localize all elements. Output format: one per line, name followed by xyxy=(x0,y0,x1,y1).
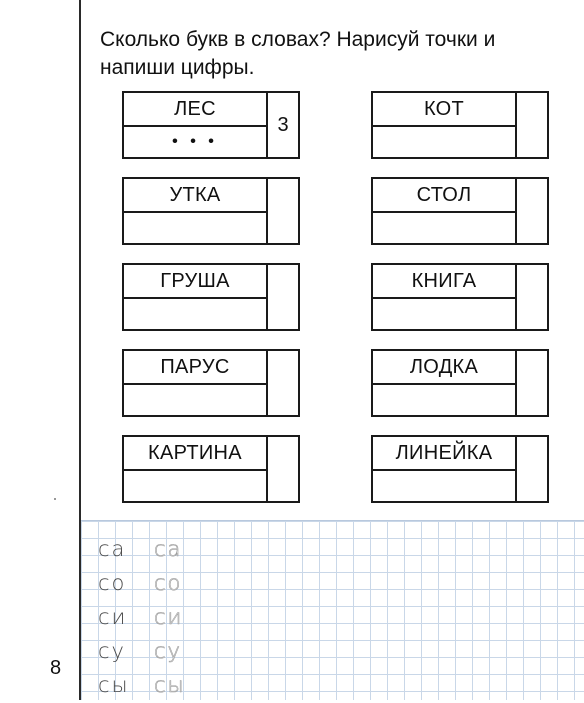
letter-dots-field[interactable] xyxy=(124,212,266,243)
letter-count-field[interactable] xyxy=(517,179,547,243)
letter-dots-field[interactable] xyxy=(373,212,515,243)
divider-vertical xyxy=(266,179,268,243)
page-number: 8 xyxy=(50,657,62,679)
word-label: ГРУША xyxy=(160,269,230,292)
syllable-sample: са xyxy=(98,537,127,561)
word-box-kartina: КАРТИНА xyxy=(122,435,300,503)
word-box-grusha: ГРУША xyxy=(122,263,300,331)
instruction-line-2: напиши цифры. xyxy=(100,56,255,79)
divider-vertical xyxy=(515,93,517,157)
syllable-trace[interactable]: си xyxy=(154,605,184,630)
letter-count-field[interactable] xyxy=(268,437,298,501)
letter-dots-field[interactable] xyxy=(373,126,515,157)
word-label: КОТ xyxy=(423,97,465,120)
divider-vertical xyxy=(266,93,268,157)
letter-count-field[interactable] xyxy=(517,93,547,157)
word-box-stol: СТОЛ xyxy=(371,177,549,245)
task-instruction: Сколько букв в словах? Нарисуй точки и н… xyxy=(100,26,580,82)
divider-vertical xyxy=(515,437,517,501)
divider-horizontal xyxy=(373,297,515,299)
word-box-lodka: ЛОДКА xyxy=(371,349,549,417)
word-label: ЛОДКА xyxy=(409,355,479,378)
letter-dots-field[interactable] xyxy=(373,470,515,501)
word-box-lineyka: ЛИНЕЙКА xyxy=(371,435,549,503)
syllable-sample: со xyxy=(98,571,127,595)
divider-horizontal xyxy=(373,469,515,471)
page-margin-line xyxy=(79,0,81,700)
letter-count-field[interactable]: 3 xyxy=(277,113,289,136)
divider-vertical xyxy=(266,437,268,501)
letter-dots-field[interactable] xyxy=(373,384,515,415)
divider-vertical xyxy=(515,265,517,329)
word-box-utka: УТКА xyxy=(122,177,300,245)
letter-count-field[interactable] xyxy=(268,265,298,329)
divider-horizontal xyxy=(373,125,515,127)
letter-count-field[interactable] xyxy=(517,265,547,329)
letter-count-field[interactable] xyxy=(517,437,547,501)
syllable-trace[interactable]: сы xyxy=(154,673,186,698)
divider-horizontal xyxy=(373,211,515,213)
instruction-line-1: Сколько букв в словах? Нарисуй точки и xyxy=(100,28,496,51)
word-label: КНИГА xyxy=(411,269,477,292)
word-label: УТКА xyxy=(169,183,221,206)
letter-dots-field[interactable] xyxy=(124,298,266,329)
divider-horizontal xyxy=(124,469,266,471)
syllable-trace[interactable]: су xyxy=(154,639,182,664)
divider-horizontal xyxy=(124,383,266,385)
letter-dots-field[interactable] xyxy=(124,384,266,415)
divider-vertical xyxy=(515,351,517,415)
word-label: ЛИНЕЙКА xyxy=(395,441,493,464)
word-label: ПАРУС xyxy=(160,355,230,378)
letter-count-field[interactable] xyxy=(268,179,298,243)
syllable-sample: су xyxy=(98,639,126,663)
letter-count-field[interactable] xyxy=(517,351,547,415)
syllable-trace[interactable]: са xyxy=(154,537,183,562)
syllable-sample: сы xyxy=(98,673,130,697)
divider-vertical xyxy=(266,351,268,415)
divider-horizontal xyxy=(124,211,266,213)
letter-dots-field[interactable]: • • • xyxy=(172,132,218,150)
divider-vertical xyxy=(266,265,268,329)
divider-vertical xyxy=(515,179,517,243)
word-box-kot: КОТ xyxy=(371,91,549,159)
divider-horizontal xyxy=(373,383,515,385)
grid-top-edge xyxy=(81,520,584,521)
print-speck xyxy=(54,498,56,500)
word-label: СТОЛ xyxy=(416,183,472,206)
syllable-trace[interactable]: со xyxy=(154,571,183,596)
letter-dots-field[interactable] xyxy=(373,298,515,329)
copybook-grid[interactable] xyxy=(81,521,584,700)
divider-horizontal xyxy=(124,297,266,299)
word-box-les: ЛЕС • • • 3 xyxy=(122,91,300,159)
word-box-parus: ПАРУС xyxy=(122,349,300,417)
letter-count-field[interactable] xyxy=(268,351,298,415)
divider-horizontal xyxy=(124,125,266,127)
word-label: КАРТИНА xyxy=(148,441,242,464)
syllable-sample: си xyxy=(98,605,128,629)
letter-dots-field[interactable] xyxy=(124,470,266,501)
word-box-kniga: КНИГА xyxy=(371,263,549,331)
word-label: ЛЕС xyxy=(174,97,216,120)
